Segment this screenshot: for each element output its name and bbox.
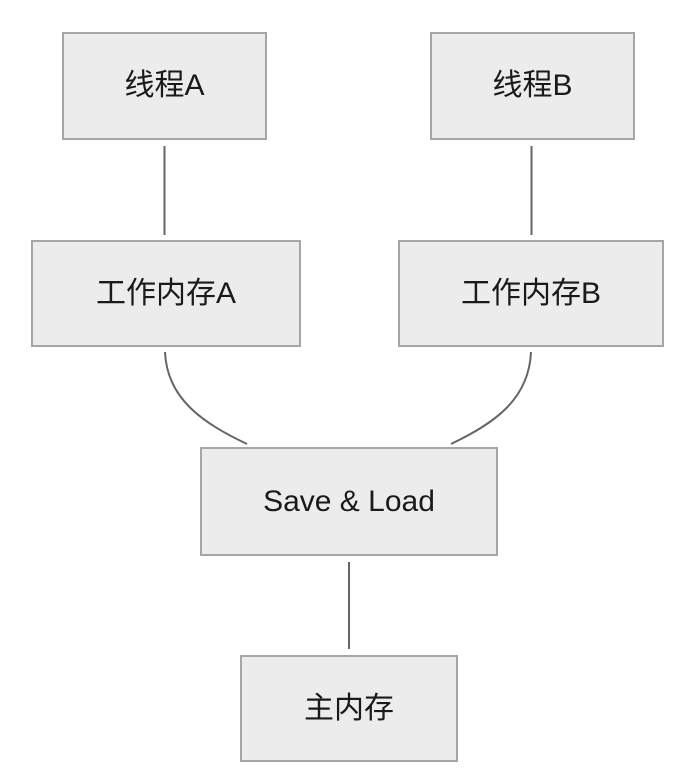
node-thread-b-label: 线程B	[492, 69, 573, 102]
edge-working-memory-a-to-save-load	[164, 351, 248, 445]
node-working-memory-b-label: 工作内存B	[460, 276, 601, 310]
node-working-memory-b: 工作内存B	[398, 240, 664, 347]
node-thread-b: 线程B	[430, 32, 635, 140]
node-main-memory-label: 主内存	[304, 691, 394, 725]
node-main-memory: 主内存	[240, 655, 458, 762]
node-thread-a-label: 线程A	[124, 69, 205, 102]
node-save-load: Save & Load	[200, 447, 498, 556]
node-working-memory-a-label: 工作内存A	[95, 276, 236, 310]
node-working-memory-a: 工作内存A	[31, 240, 301, 347]
node-save-load-label: Save & Load	[263, 484, 435, 518]
edge-working-memory-b-to-save-load	[450, 351, 532, 445]
node-thread-a: 线程A	[62, 32, 267, 140]
